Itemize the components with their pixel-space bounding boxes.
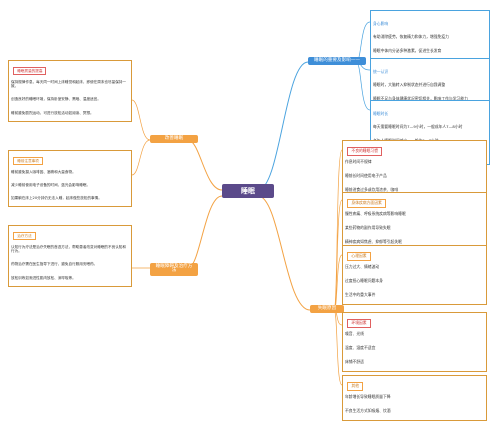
- list-item: 有助消除疲劳，恢复精力和体力，增强免疫力: [373, 34, 449, 40]
- group-label: 其他: [347, 382, 364, 391]
- branch-insomnia-causes[interactable]: 失眠原因: [310, 305, 344, 314]
- group-label: 睡眠质量的提高: [13, 66, 47, 76]
- group-label: 统一认识: [373, 68, 389, 74]
- list-item: 睡前长时间使用电子产品: [345, 173, 387, 179]
- list-item: 过度担心睡眠问题本身: [345, 278, 383, 284]
- list-item: 保持规律作息，每天同一时间上床睡觉和起床，即使在周末也尽量保持一致。: [11, 79, 126, 89]
- list-item: 精神疾病如焦虑、抑郁等引起失眠: [345, 238, 402, 244]
- list-item: 温度、湿度不适宜: [345, 345, 376, 351]
- list-item: 床铺不舒适: [345, 358, 364, 364]
- list-item: 睡眠时，大脑转入抑制状态并进行自我调整: [373, 82, 446, 88]
- list-item: 睡前避免摄入咖啡因、酒精和大量食物。: [11, 169, 76, 174]
- list-item: 生活中的重大事件: [345, 291, 376, 297]
- list-item: 年龄增长导致睡眠质量下降: [345, 394, 391, 400]
- group-environment: 环境因素 噪音、光线 温度、湿度不适宜 床铺不舒适: [342, 312, 487, 372]
- list-item: 减少睡前使用电子设备的时间，蓝光会影响睡眠。: [11, 182, 91, 187]
- list-item: 药物治疗需在医生指导下进行，避免自行服用安眠药。: [11, 262, 98, 267]
- group-treatment: 治疗方法 认知行为疗法是治疗失眠的首选方法，帮助患者改变对睡眠的不良认知和行为。…: [8, 225, 132, 287]
- group-label: 身心影响: [373, 20, 389, 26]
- group-label: 治疗方法: [13, 231, 36, 241]
- branch-improve-sleep[interactable]: 改善睡眠: [150, 135, 198, 144]
- central-topic[interactable]: 睡眠: [222, 184, 274, 198]
- branch-sleep-importance[interactable]: 睡眠的重要及影响——: [308, 57, 366, 66]
- group-label: 睡眠时长: [373, 110, 389, 116]
- list-item: 睡前避免剧烈运动，可进行放松活动如阅读、冥想。: [11, 110, 94, 115]
- group-label: 睡前注意事项: [13, 156, 43, 166]
- list-item: 如果躺在床上20分钟仍无法入睡，起床做些放松的事情。: [11, 196, 102, 201]
- list-item: 某些药物的副作用导致失眠: [345, 225, 391, 231]
- list-item: 不良生活方式如吸烟、饮酒: [345, 408, 391, 414]
- group-label: 心理因素: [347, 252, 371, 261]
- list-item: 放松训练如渐进性肌肉放松、深呼吸等。: [11, 275, 76, 280]
- list-item: 压力过大、情绪波动: [345, 264, 380, 270]
- group-other: 其他 年龄增长导致睡眠质量下降 不良生活方式如吸烟、饮酒: [342, 375, 487, 421]
- branch-sleep-disorders[interactable]: 睡眠障碍及治疗方法: [150, 263, 198, 276]
- list-item: 睡眠不足与身体健康状况密切相关，影响工作与学习能力: [373, 96, 468, 102]
- list-item: 睡前进食过多或饮用浓茶、咖啡: [345, 186, 399, 192]
- list-item: 作息时间不规律: [345, 159, 372, 165]
- list-item: 噪音、光线: [345, 331, 364, 337]
- list-item: 睡眠中体内分泌多种激素，促进生长发育: [373, 48, 442, 54]
- group-quality: 睡眠质量的提高 保持规律作息，每天同一时间上床睡觉和起床，即使在周末也尽量保持一…: [8, 60, 132, 122]
- group-label: 不良的睡眠习惯: [347, 147, 382, 156]
- list-item: 创造良好的睡眠环境，保持卧室安静、黑暗、温度适宜。: [11, 97, 101, 102]
- list-item: 每天需要睡眠时间为7—9小时，一般成年人7—8小时: [373, 124, 463, 130]
- group-pre-sleep: 睡前注意事项 睡前避免摄入咖啡因、酒精和大量食物。 减少睡前使用电子设备的时间，…: [8, 150, 132, 208]
- list-item: 慢性疼痛、呼吸系统疾病等影响睡眠: [345, 211, 406, 217]
- group-psychological: 心理因素 压力过大、情绪波动 过度担心睡眠问题本身 生活中的重大事件: [342, 245, 487, 305]
- group-label: 环境因素: [347, 319, 371, 328]
- group-physical-disease: 身体疾病方面因素 慢性疼痛、呼吸系统疾病等影响睡眠 某些药物的副作用导致失眠 精…: [342, 192, 487, 252]
- list-item: 认知行为疗法是治疗失眠的首选方法，帮助患者改变对睡眠的不良认知和行为。: [11, 244, 126, 254]
- group-label: 身体疾病方面因素: [347, 199, 386, 208]
